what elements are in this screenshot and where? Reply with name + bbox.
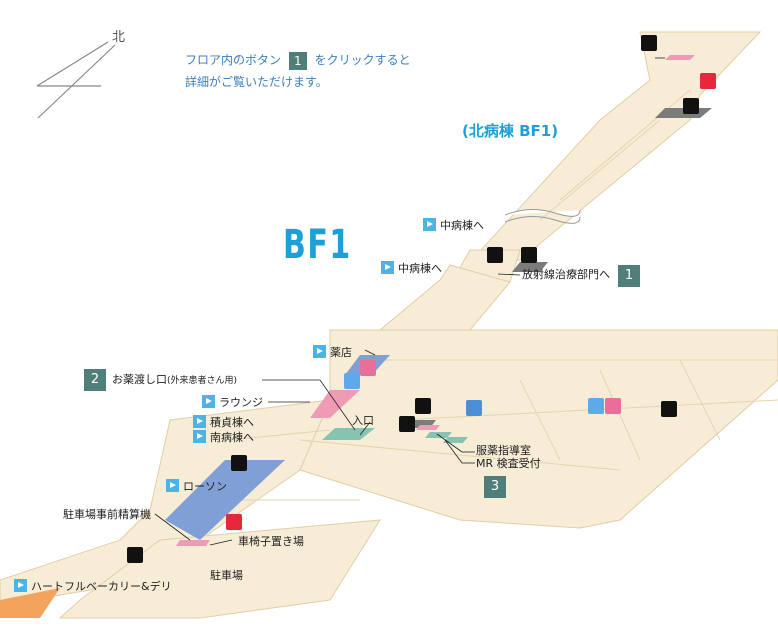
aed-icon bbox=[226, 514, 242, 530]
detail-button-1[interactable]: 1 bbox=[618, 265, 640, 287]
label-medication-guidance: 服薬指導室 bbox=[476, 444, 531, 457]
label-wheelchair: 車椅子置き場 bbox=[238, 535, 304, 548]
label-bakery[interactable]: ハートフルベーカリー&デリ bbox=[14, 579, 172, 594]
instruction-button-sample: 1 bbox=[288, 51, 307, 70]
floor-area bbox=[0, 31, 778, 619]
compass-icon bbox=[36, 41, 116, 119]
instruction-line2: 詳細がご覧いただけます。 bbox=[185, 75, 328, 89]
label-sekitei[interactable]: 積貞棟へ bbox=[193, 415, 254, 430]
arrow-icon bbox=[14, 579, 27, 592]
pink-area bbox=[176, 55, 695, 546]
label-parking-machine: 駐車場事前精算機 bbox=[63, 508, 151, 521]
building-title: (北病棟 BF1) bbox=[462, 122, 559, 140]
arrow-icon bbox=[423, 218, 436, 231]
instruction-line1a: フロア内のボタン bbox=[185, 53, 282, 67]
elevator-icon bbox=[683, 98, 699, 114]
elevator-icon bbox=[661, 401, 677, 417]
arrow-icon bbox=[313, 345, 326, 358]
label-south[interactable]: 南病棟へ bbox=[193, 430, 254, 445]
label-to-central-2[interactable]: 中病棟へ bbox=[381, 261, 442, 276]
label-lounge[interactable]: ラウンジ bbox=[202, 395, 263, 410]
label-to-central-1[interactable]: 中病棟へ bbox=[423, 218, 484, 233]
womens-restroom-icon bbox=[360, 360, 376, 376]
elevator-icon bbox=[521, 247, 537, 263]
north-label: 北 bbox=[112, 30, 126, 45]
womens-restroom-icon bbox=[605, 398, 621, 414]
phone-icon bbox=[231, 455, 247, 471]
arrow-icon bbox=[193, 430, 206, 443]
arrow-icon bbox=[166, 479, 179, 492]
escalator-icon bbox=[399, 416, 415, 432]
label-parking: 駐車場 bbox=[210, 569, 243, 582]
wheelchair-icon bbox=[466, 400, 482, 416]
phone-icon bbox=[641, 35, 657, 51]
phone-icon bbox=[127, 547, 143, 563]
arrow-icon bbox=[202, 395, 215, 408]
break-line bbox=[504, 209, 581, 217]
detail-button-2[interactable]: 2 bbox=[84, 369, 106, 391]
instruction-text: フロア内のボタン 1 をクリックすると 詳細がご覧いただけます。 bbox=[185, 49, 411, 93]
detail-button-3[interactable]: 3 bbox=[484, 476, 506, 498]
label-medicine-handover: お薬渡し口(外来患者さん用) bbox=[112, 373, 238, 386]
label-pharmacy[interactable]: 薬店 bbox=[313, 345, 352, 360]
mens-restroom-icon bbox=[588, 398, 604, 414]
aed-icon bbox=[700, 73, 716, 89]
instruction-line1b: をクリックすると bbox=[314, 53, 411, 67]
bakery-area bbox=[0, 588, 60, 618]
phone-icon bbox=[487, 247, 503, 263]
floor-title: BF1 bbox=[283, 222, 352, 268]
label-lawson[interactable]: ローソン bbox=[166, 479, 227, 494]
mens-restroom-icon bbox=[344, 373, 360, 389]
label-entrance: 入口 bbox=[352, 414, 374, 427]
leader-lines bbox=[154, 57, 665, 546]
arrow-icon bbox=[381, 261, 394, 274]
arrow-icon bbox=[193, 415, 206, 428]
label-radiation: 放射線治療部門へ bbox=[522, 268, 610, 281]
elevator-icon bbox=[415, 398, 431, 414]
label-mr-reception: MR 検査受付 bbox=[476, 457, 541, 470]
